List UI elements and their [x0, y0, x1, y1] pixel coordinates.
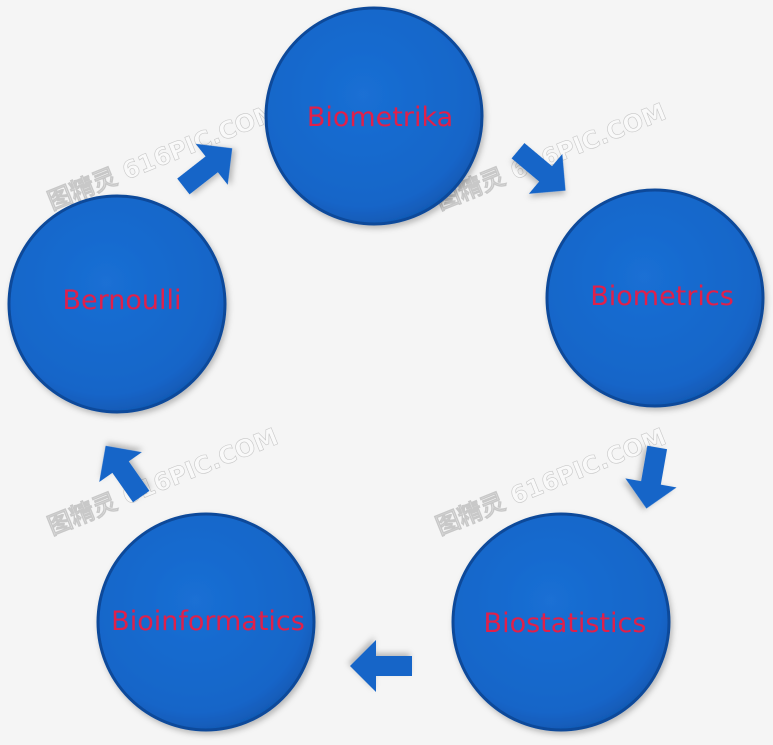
arrow-biometrika-to-biometrics	[511, 143, 566, 194]
node-bioinformatics: Bioinformatics	[96, 512, 316, 732]
arrow-bernoulli-to-biometrika	[177, 143, 233, 195]
arrow-bioinformatics-to-bernoulli	[99, 445, 150, 503]
node-circle	[264, 6, 484, 226]
node-label: Bioinformatics	[111, 606, 305, 637]
watermark-text: 图精灵 616PIC.COM	[44, 98, 282, 216]
arrows-group	[99, 143, 677, 692]
node-circle	[451, 512, 671, 732]
node-circle	[7, 194, 227, 414]
node-label: Biostatistics	[484, 608, 647, 639]
node-bernoulli: Bernoulli	[7, 194, 227, 414]
node-label: Bernoulli	[62, 285, 181, 316]
arrow-biostatistics-to-bioinformatics	[350, 640, 412, 692]
node-circle	[96, 512, 316, 732]
node-label: Biometrics	[590, 281, 734, 312]
node-biometrics: Biometrics	[545, 188, 765, 408]
node-label: Biometrika	[307, 102, 453, 133]
node-circle	[545, 188, 765, 408]
node-biometrika: Biometrika	[264, 6, 484, 226]
arrow-biometrics-to-biostatistics	[625, 445, 677, 509]
node-biostatistics: Biostatistics	[451, 512, 671, 732]
